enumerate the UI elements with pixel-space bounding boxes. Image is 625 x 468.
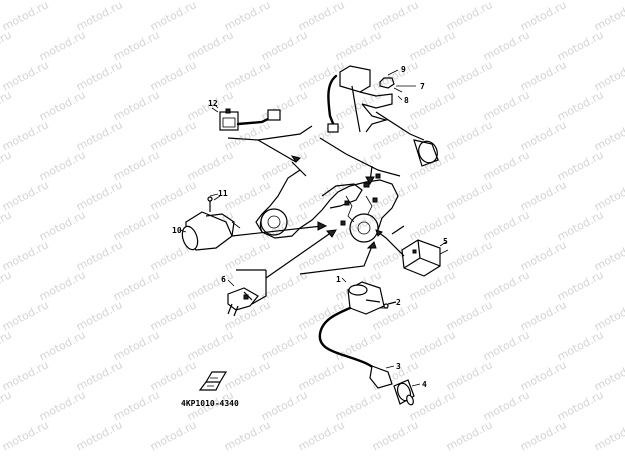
- callout-7: 7: [420, 82, 425, 91]
- part-4-plug-cap: [393, 379, 415, 406]
- callout-labels: 1 2 3 4 5 6 7 8 9 10 11 12: [172, 65, 448, 389]
- new-arrow-badge: [198, 371, 228, 391]
- callout-8: 8: [404, 96, 409, 105]
- callout-11: 11: [218, 189, 228, 198]
- callout-1: 1: [336, 275, 341, 284]
- part-10-sensor: [181, 193, 241, 251]
- callout-9: 9: [401, 65, 406, 74]
- callout-3: 3: [396, 362, 401, 371]
- scooter-outline: [255, 161, 399, 243]
- part-5-regulator: [401, 239, 449, 277]
- part-6-switch: [227, 287, 259, 317]
- part-7-fuel-sender: [327, 65, 439, 167]
- callout-5: 5: [443, 237, 448, 246]
- part-1-ignition-coil: [318, 281, 397, 389]
- callout-6: 6: [221, 275, 226, 284]
- part-code: 4KP1010-4340: [181, 399, 239, 408]
- callout-2: 2: [396, 298, 401, 307]
- callout-12: 12: [208, 99, 218, 108]
- callout-4: 4: [422, 380, 427, 389]
- leader-lines: [179, 103, 447, 387]
- part-12-relay: [211, 107, 281, 131]
- callout-10: 10: [172, 226, 182, 235]
